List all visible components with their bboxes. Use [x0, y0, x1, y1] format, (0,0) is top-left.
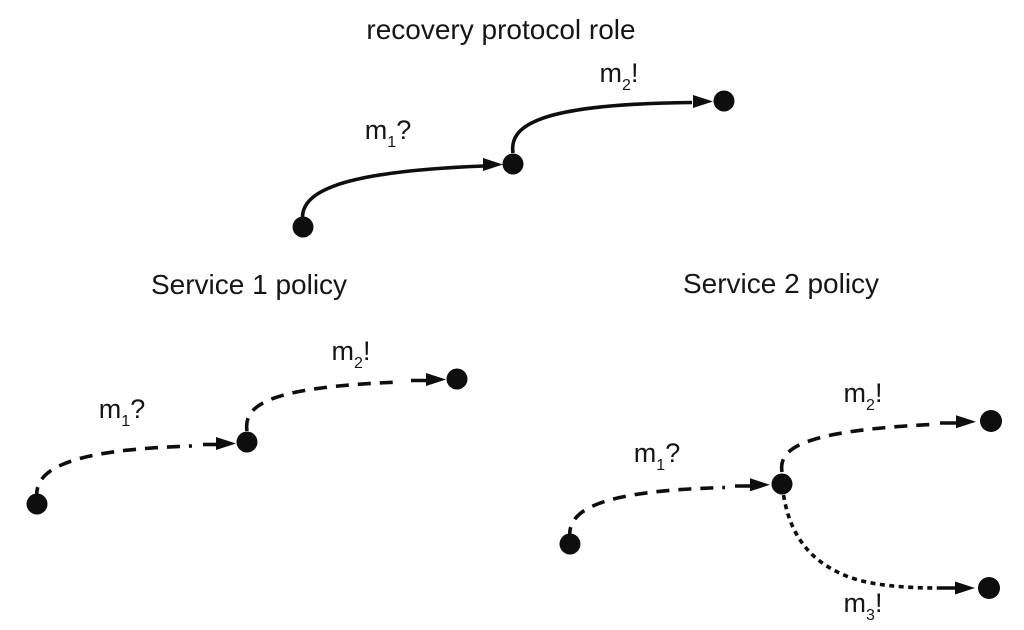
label-punct: ! — [875, 588, 883, 618]
arrowhead-icon — [956, 415, 976, 429]
arrowhead-icon — [750, 478, 770, 492]
state-node-end — [446, 368, 468, 390]
label-punct: ! — [631, 58, 639, 88]
label-punct: ! — [875, 378, 883, 408]
arrowhead-icon — [483, 158, 503, 171]
state-node-middle — [502, 153, 524, 175]
state-node-end — [713, 90, 735, 112]
state-node-middle — [236, 431, 258, 453]
label-base: m — [365, 115, 388, 145]
edge-label-m2: m2! — [844, 378, 883, 414]
service-2-policy-diagram: Service 2 policy m1? m2! m3! — [559, 268, 1002, 624]
label-subscript: 2 — [622, 77, 631, 94]
label-base: m — [600, 58, 623, 88]
state-node-start — [559, 533, 581, 555]
edge-label-m2: m2! — [600, 58, 639, 94]
state-node-end-top — [980, 410, 1002, 432]
edge-label-m2: m2! — [332, 336, 371, 372]
diagram-title-service-2: Service 2 policy — [683, 268, 879, 299]
edge-label-m1: m1? — [365, 115, 411, 151]
edge-label-m3: m3! — [844, 588, 883, 624]
label-punct: ? — [396, 115, 411, 145]
diagram-title-service-1: Service 1 policy — [151, 269, 347, 300]
label-base: m — [332, 336, 355, 366]
state-node-start — [26, 493, 48, 515]
edge-label-m1: m1? — [634, 438, 680, 474]
edge-m1-arc — [34, 444, 193, 501]
label-subscript: 2 — [866, 397, 875, 414]
edge-label-m1: m1? — [99, 394, 145, 430]
label-punct: ? — [665, 438, 680, 468]
diagram-title-recovery: recovery protocol role — [366, 14, 635, 45]
label-base: m — [844, 588, 867, 618]
label-base: m — [99, 394, 122, 424]
service-1-policy-diagram: Service 1 policy m1? m2! — [26, 269, 468, 515]
arrowhead-icon — [693, 95, 713, 108]
label-subscript: 3 — [866, 607, 875, 624]
edge-m3-arc — [781, 494, 939, 590]
label-base: m — [634, 438, 657, 468]
label-subscript: 1 — [387, 134, 396, 151]
edge-m2-arc — [510, 100, 693, 154]
edge-m2-arc — [244, 380, 401, 432]
state-node-start — [292, 216, 314, 238]
label-subscript: 1 — [121, 413, 130, 430]
label-subscript: 1 — [656, 457, 665, 474]
arrowhead-icon — [216, 437, 236, 450]
state-node-middle — [771, 473, 793, 495]
edge-m1-arc — [300, 164, 485, 224]
label-subscript: 2 — [354, 355, 363, 372]
edge-m2-arc — [779, 422, 931, 473]
label-base: m — [844, 378, 867, 408]
edge-m1-arc — [567, 485, 726, 541]
arrowhead-icon — [426, 373, 446, 386]
arrowhead-icon — [955, 581, 975, 595]
label-punct: ? — [130, 394, 145, 424]
state-node-end-bottom — [978, 577, 1000, 599]
label-punct: ! — [363, 336, 371, 366]
recovery-protocol-diagram: recovery protocol role m1? m2! — [292, 14, 735, 238]
